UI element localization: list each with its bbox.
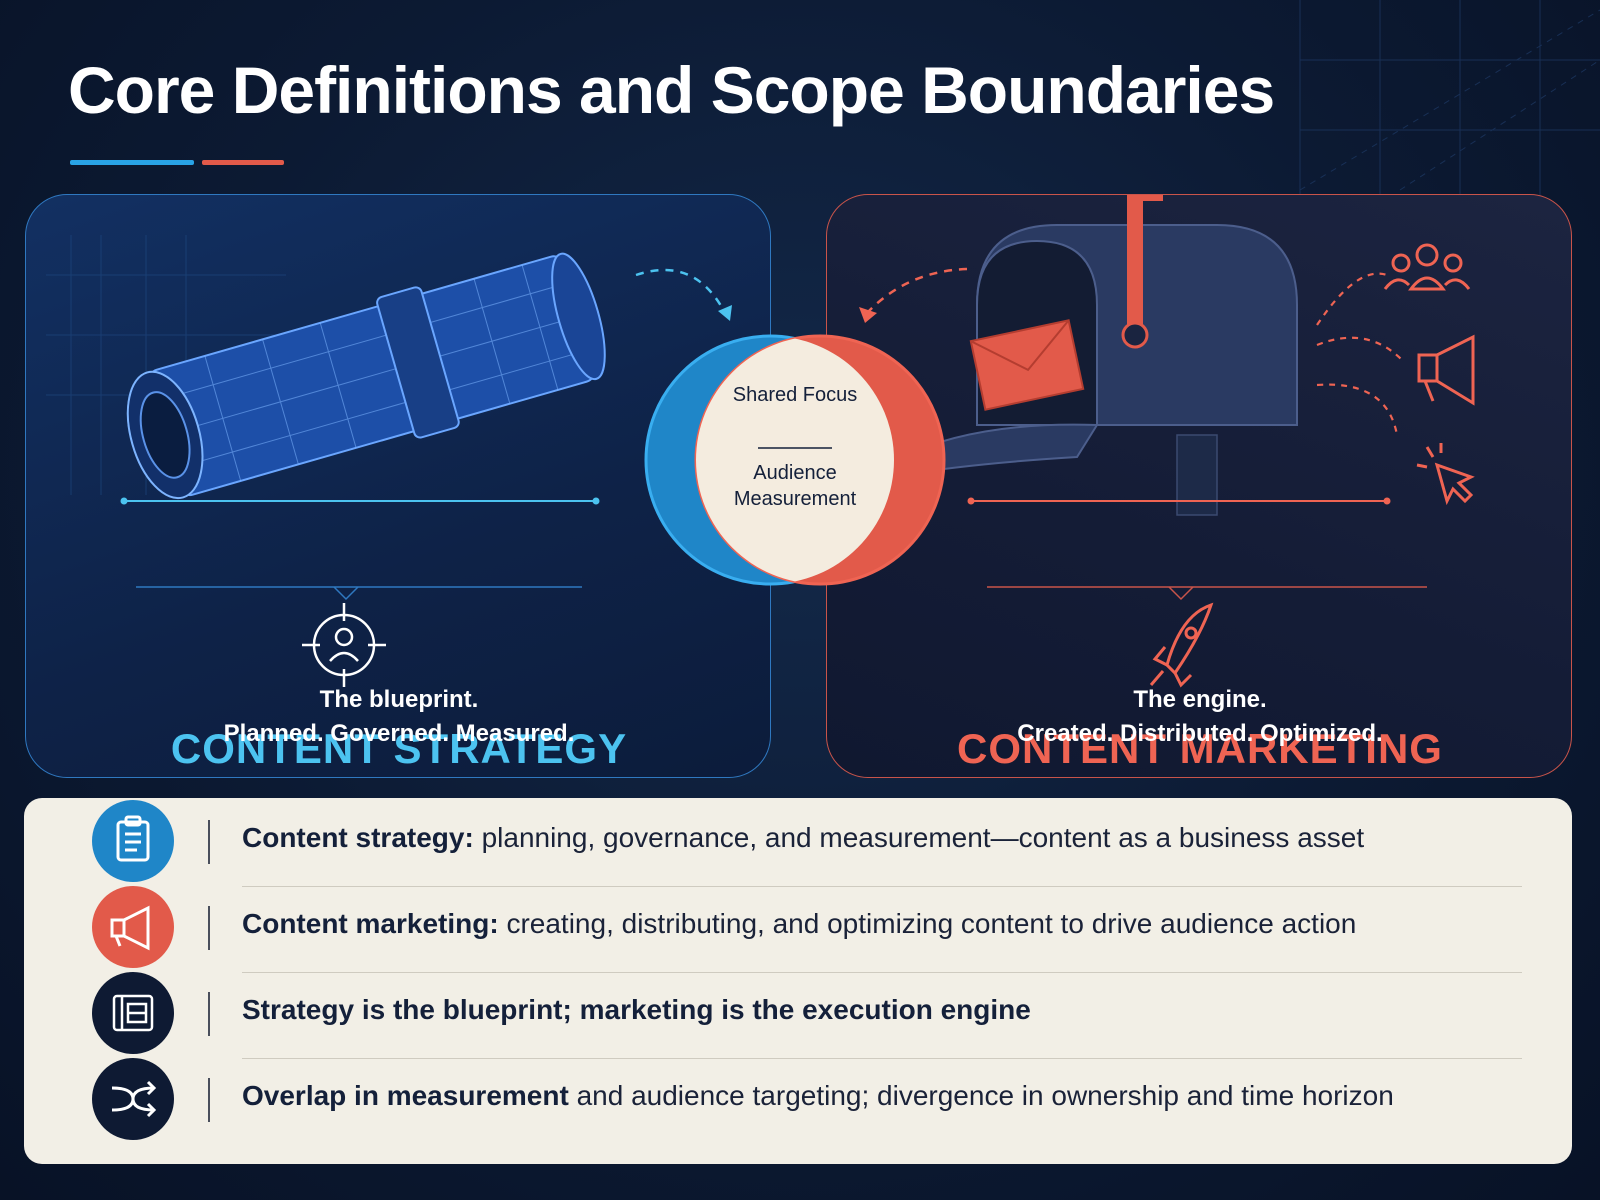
megaphone-icon [1417, 334, 1475, 406]
page-title: Core Definitions and Scope Boundaries [68, 53, 1275, 127]
summary-text: Content marketing: creating, distributin… [242, 908, 1357, 939]
summary-text: Strategy is the blueprint; marketing is … [242, 994, 1031, 1025]
marketing-caption-line2: Created. Distributed. Optimized. [1017, 720, 1383, 747]
title-accent-red [202, 160, 284, 165]
row-divider [242, 886, 1522, 887]
summary-row: Strategy is the blueprint; marketing is … [24, 970, 1572, 1056]
row-separator [208, 992, 210, 1036]
summary-text: Overlap in measurement and audience targ… [242, 1080, 1394, 1111]
strategy-caption-line2: Planned. Governed. Measured. [223, 720, 575, 747]
row-separator [208, 906, 210, 950]
strategy-panel: CONTENT STRATEGY The blueprint. Planned.… [25, 194, 771, 778]
venn-diagram: Shared Focus Audience Measurement [630, 330, 960, 590]
rocket-icon [1149, 602, 1214, 688]
shuffle-icon [92, 1058, 174, 1140]
blueprint-roll-illustration [46, 235, 732, 687]
title-accent-blue [70, 160, 194, 165]
summary-row: Content strategy: planning, governance, … [24, 798, 1572, 884]
row-divider [242, 1058, 1522, 1059]
marketing-caption-line1: The engine. [1133, 686, 1267, 713]
mailbox-illustration [859, 195, 1475, 688]
summary-row: Overlap in measurement and audience targ… [24, 1056, 1572, 1142]
row-separator [208, 820, 210, 864]
venn-audience-measurement-label: Audience Measurement [733, 462, 857, 510]
audience-icon [1383, 243, 1471, 291]
cursor-click-icon [1416, 443, 1475, 506]
megaphone-icon [92, 886, 174, 968]
clipboard-icon [92, 800, 174, 882]
marketing-heading: CONTENT MARKETING [957, 725, 1443, 772]
row-divider [242, 972, 1522, 973]
marketing-panel: CONTENT MARKETING The engine. Created. D… [826, 194, 1572, 778]
strategy-heading: CONTENT STRATEGY [170, 725, 628, 772]
blueprint-icon [92, 972, 174, 1054]
venn-circles [644, 334, 946, 586]
strategy-caption-line1: The blueprint. [319, 686, 479, 713]
venn-shared-focus-label: Shared Focus [732, 384, 858, 406]
row-separator [208, 1078, 210, 1122]
summary-text: Content strategy: planning, governance, … [242, 822, 1365, 853]
summary-row: Content marketing: creating, distributin… [24, 884, 1572, 970]
target-person-icon [302, 603, 386, 687]
summary-box: Content strategy: planning, governance, … [24, 798, 1572, 1164]
